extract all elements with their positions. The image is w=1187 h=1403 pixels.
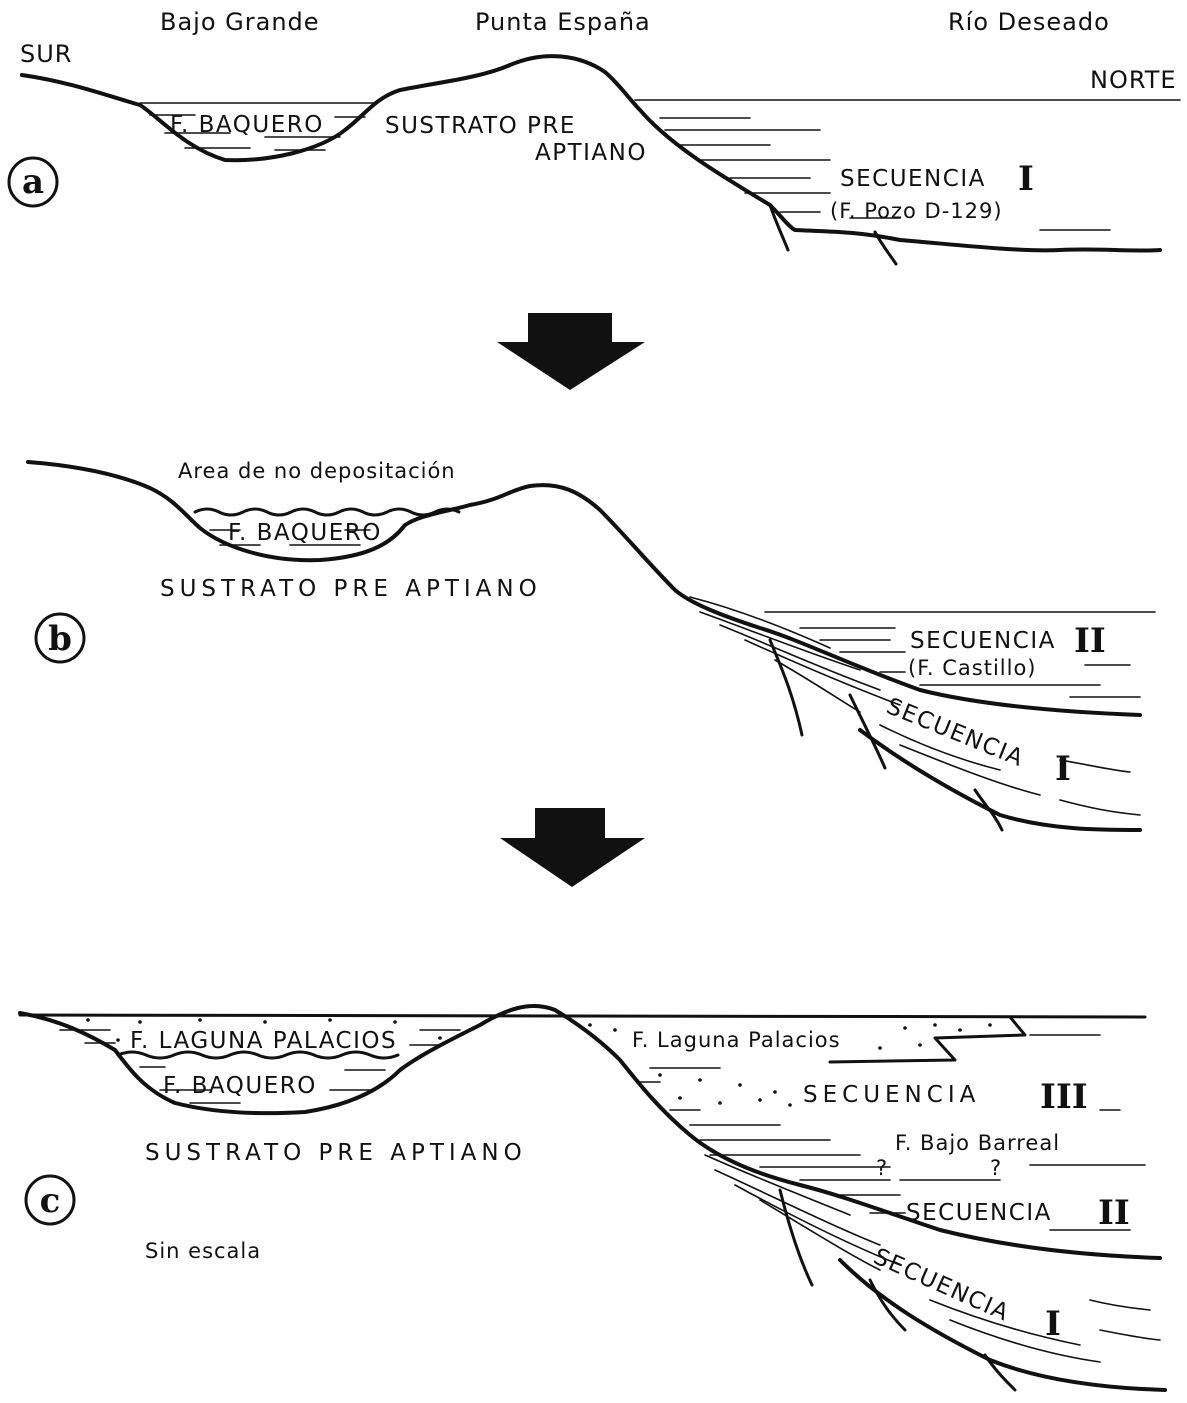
panel-b-formation2-label: (F. Castillo) (908, 656, 1037, 680)
panel-c-seq1-roman: I (1045, 1304, 1061, 1344)
panel-a-sequence-roman: I (1018, 159, 1034, 199)
panel-b-substrate-label: SUSTRATO PRE APTIANO (160, 576, 542, 602)
panel-b-baquero-label: F. BAQUERO (228, 520, 382, 546)
panel-c-scale-note: Sin escala (145, 1239, 261, 1263)
panel-c-fault-3 (985, 1355, 1015, 1390)
panel-a-substrate-line2: APTIANO (535, 140, 647, 166)
panel-c-laguna-right-label: F. Laguna Palacios (632, 1028, 841, 1052)
panel-c-laguna-upper-label: F. LAGUNA PALACIOS (130, 1028, 397, 1054)
panel-c-seq2-label: SECUENCIA (906, 1200, 1052, 1226)
header-rio-deseado: Río Deseado (948, 8, 1110, 36)
panel-c-bajo-barreal-label: F. Bajo Barreal (895, 1131, 1060, 1155)
label-sur: SUR (20, 40, 72, 68)
panel-c-seq3-roman: III (1040, 1077, 1088, 1117)
panel-b-fault-2 (850, 695, 885, 768)
panel-c-marker: c (40, 1181, 61, 1221)
arrow-down-1 (497, 313, 645, 390)
panel-c-seq2-roman: II (1098, 1193, 1130, 1233)
panel-c-question-1: ? (876, 1156, 888, 1180)
panel-b: Area de no depositación F. BAQUERO SUSTR… (28, 459, 1155, 830)
panel-c-seq3-label: SECUENCIA (803, 1082, 980, 1108)
label-norte: NORTE (1090, 66, 1177, 94)
panel-c-substrate-label: SUSTRATO PRE APTIANO (145, 1140, 527, 1166)
panel-c-laguna-right-boundary (830, 1017, 1025, 1062)
panel-a: F. BAQUERO SUSTRATO PRE APTIANO SECUENCI… (9, 56, 1180, 264)
panel-b-seq1-roman: I (1055, 749, 1071, 789)
panel-b-no-deposition-label: Area de no depositación (178, 459, 456, 483)
panel-c: F. LAGUNA PALACIOS F. BAQUERO SUSTRATO P… (20, 1006, 1165, 1390)
panel-c-fault-1 (780, 1190, 812, 1285)
panel-b-marker: b (48, 619, 72, 659)
panel-a-sequence-label: SECUENCIA (840, 166, 986, 192)
panel-c-surface (20, 1015, 1145, 1017)
panel-c-baquero-label: F. BAQUERO (163, 1073, 317, 1099)
panel-a-baquero-label: F. BAQUERO (170, 112, 324, 138)
panel-b-seq2-label: SECUENCIA (910, 628, 1056, 654)
panel-a-substrate-line1: SUSTRATO PRE (385, 113, 576, 139)
panel-b-seq2-roman: II (1074, 621, 1106, 661)
panel-c-question-2: ? (990, 1156, 1002, 1180)
panel-b-baquero-wavy (195, 509, 459, 515)
panel-a-marker: a (22, 162, 44, 202)
panel-a-formation-label: (F. Pozo D-129) (830, 199, 1003, 223)
panel-c-fault-2 (870, 1280, 905, 1330)
arrow-down-2 (500, 808, 645, 887)
header-punta-espana: Punta España (475, 8, 651, 36)
header-bajo-grande: Bajo Grande (160, 8, 320, 36)
